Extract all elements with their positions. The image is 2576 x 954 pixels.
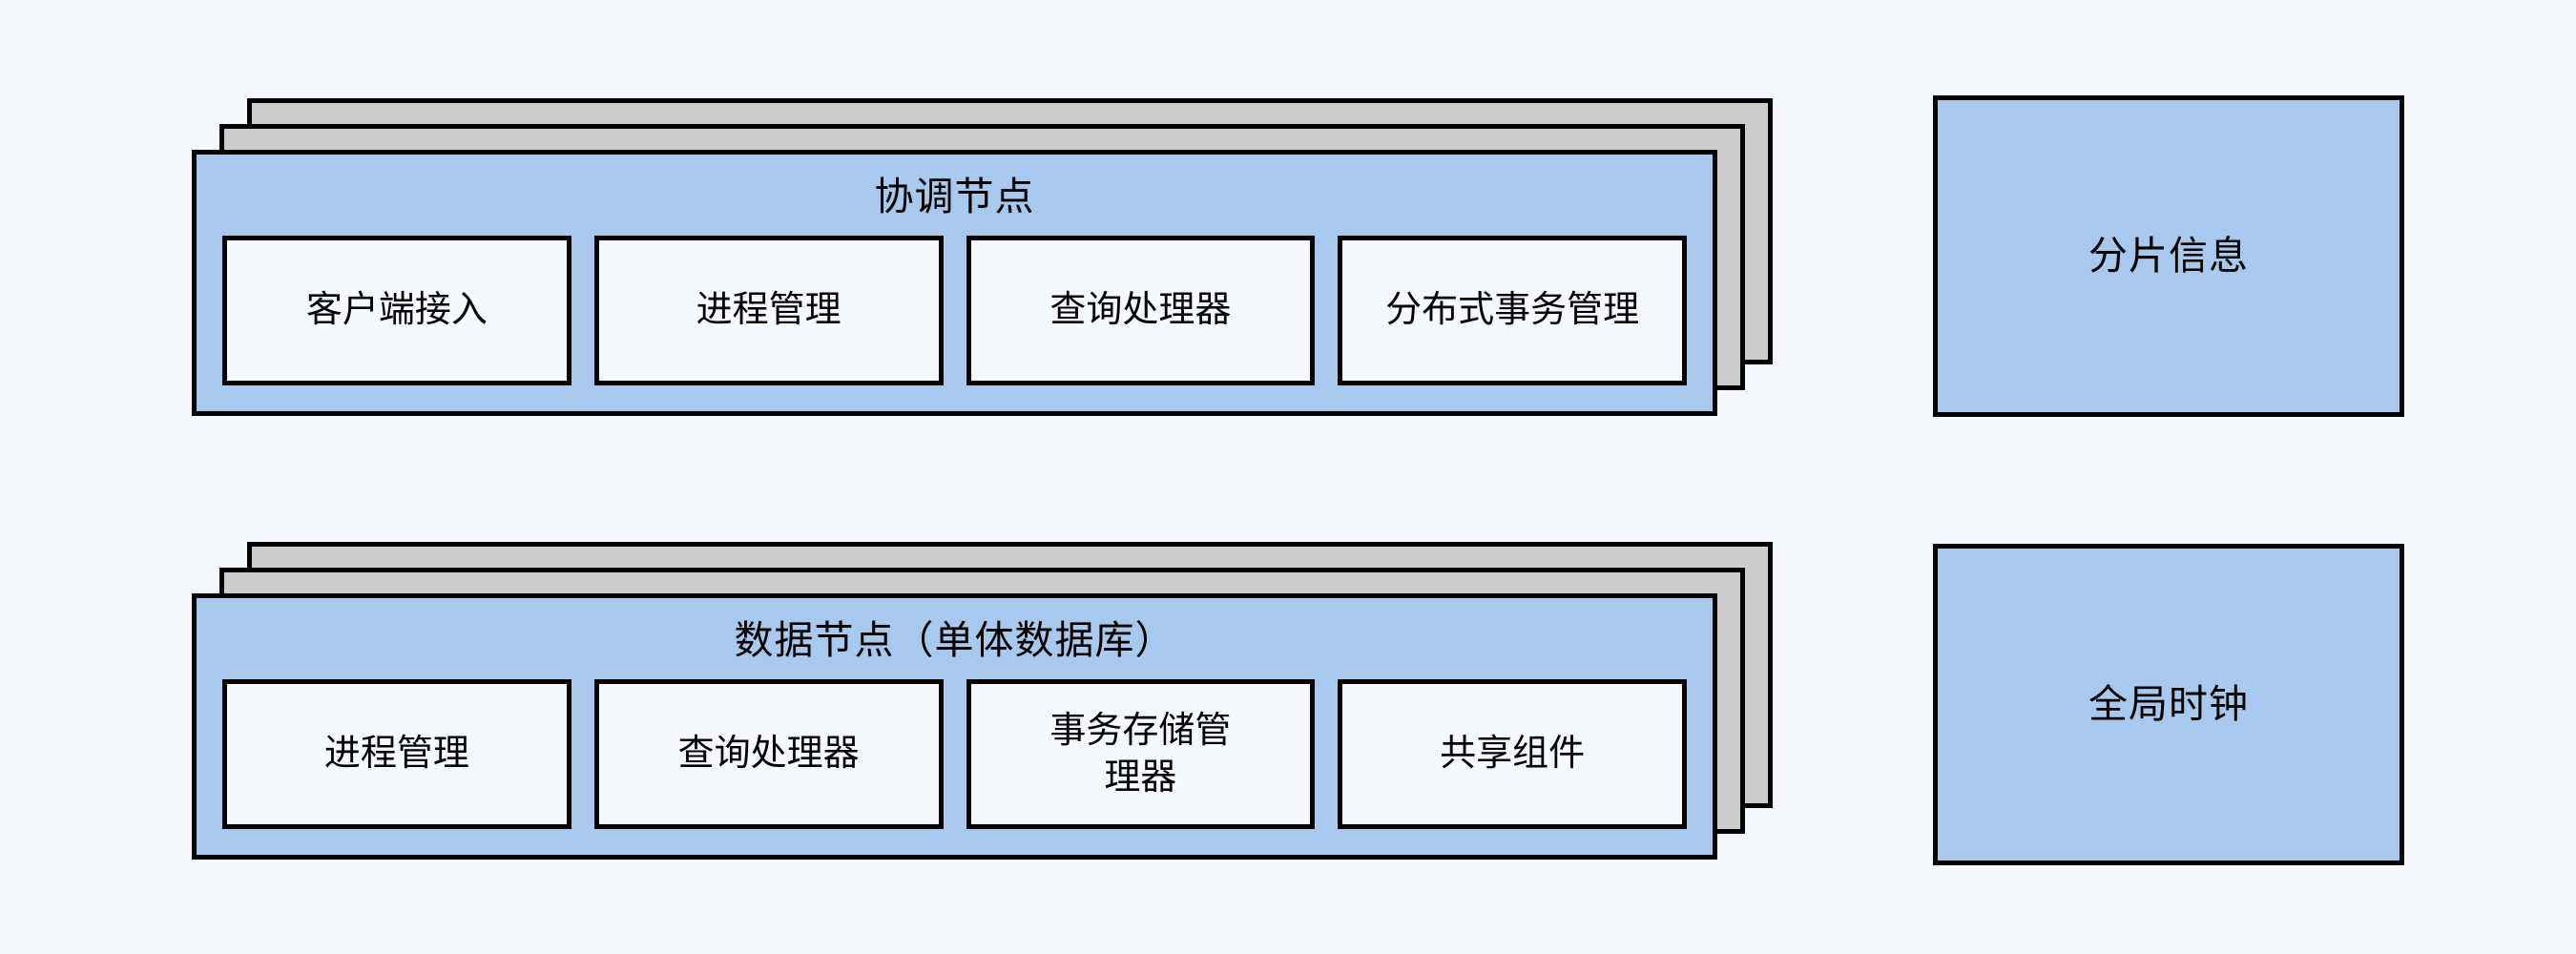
component-shared-components[interactable]: 共享组件 bbox=[1338, 679, 1687, 829]
side-panel-global-clock[interactable]: 全局时钟 bbox=[1933, 544, 2404, 865]
component-query-processor[interactable]: 查询处理器 bbox=[966, 236, 1316, 385]
component-label: 事务存储管理器 bbox=[1049, 710, 1232, 798]
data-node-stack: 数据节点（单体数据库） 进程管理 查询处理器 事务存储管理器 共享组件 bbox=[192, 542, 1776, 861]
coordinator-node-components: 客户端接入 进程管理 查询处理器 分布式事务管理 bbox=[197, 236, 1713, 411]
side-panel-label: 全局时钟 bbox=[2088, 682, 2249, 726]
component-process-management[interactable]: 进程管理 bbox=[593, 236, 944, 385]
component-client-access[interactable]: 客户端接入 bbox=[222, 236, 571, 385]
component-label: 客户端接入 bbox=[305, 290, 488, 331]
component-transaction-storage-manager[interactable]: 事务存储管理器 bbox=[966, 679, 1316, 829]
data-node-card[interactable]: 数据节点（单体数据库） 进程管理 查询处理器 事务存储管理器 共享组件 bbox=[192, 593, 1717, 860]
component-distributed-transaction-management[interactable]: 分布式事务管理 bbox=[1338, 236, 1687, 385]
component-label: 查询处理器 bbox=[677, 734, 860, 775]
side-panel-shard-info[interactable]: 分片信息 bbox=[1933, 95, 2404, 417]
side-panel-label: 分片信息 bbox=[2088, 234, 2249, 278]
component-label: 共享组件 bbox=[1440, 734, 1586, 775]
component-label: 分布式事务管理 bbox=[1385, 290, 1640, 331]
coordinator-node-card[interactable]: 协调节点 客户端接入 进程管理 查询处理器 分布式事务管理 bbox=[192, 150, 1717, 416]
data-node-title: 数据节点（单体数据库） bbox=[734, 618, 1175, 662]
data-node-components: 进程管理 查询处理器 事务存储管理器 共享组件 bbox=[197, 679, 1713, 855]
component-label: 进程管理 bbox=[323, 734, 469, 775]
component-query-processor[interactable]: 查询处理器 bbox=[593, 679, 944, 829]
component-process-management[interactable]: 进程管理 bbox=[222, 679, 571, 829]
component-label: 进程管理 bbox=[696, 290, 841, 331]
coordinator-node-stack: 协调节点 客户端接入 进程管理 查询处理器 分布式事务管理 bbox=[192, 98, 1776, 418]
component-label: 查询处理器 bbox=[1049, 290, 1232, 331]
coordinator-node-title: 协调节点 bbox=[874, 175, 1035, 218]
